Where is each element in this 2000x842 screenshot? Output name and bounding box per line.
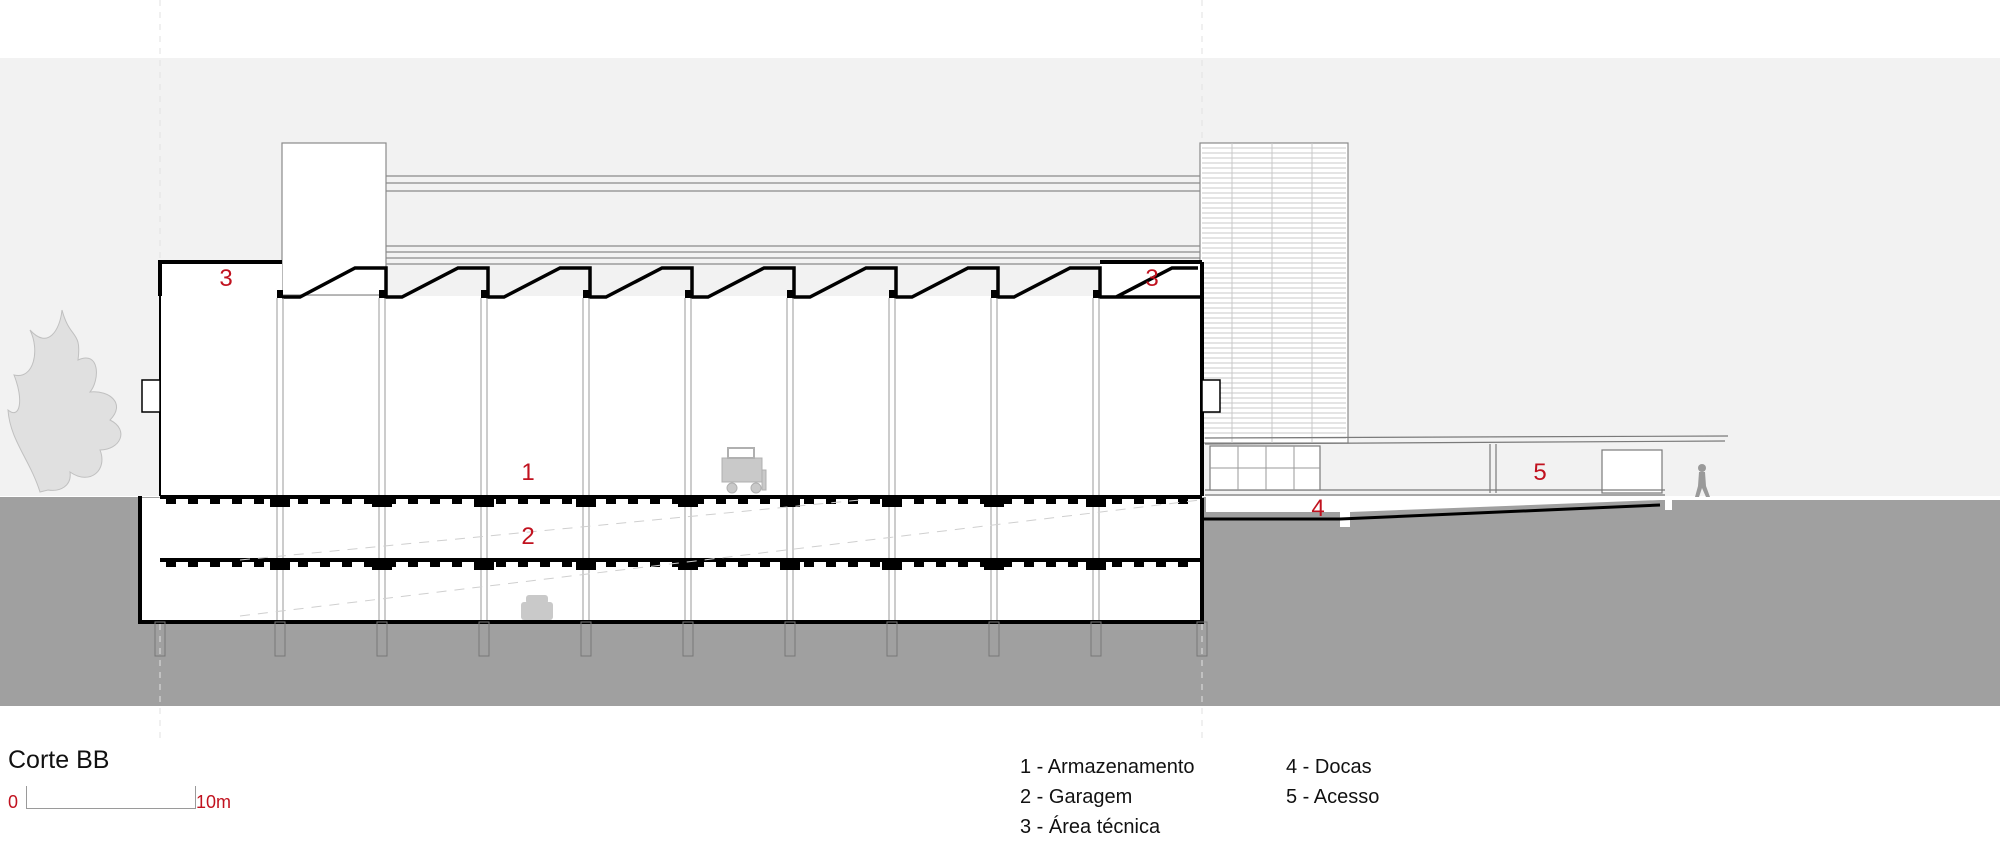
label-storage: 1 — [521, 459, 534, 486]
legend-column-1: 1 - Armazenamento 2 - Garagem 3 - Área t… — [1020, 752, 1195, 842]
ramp — [239, 499, 1201, 617]
legend-item: 4 - Docas — [1286, 756, 1372, 778]
outer-walls — [138, 260, 1204, 624]
legend-column-2: 4 - Docas 5 - Acesso — [1286, 752, 1379, 812]
technical-area-left — [160, 262, 282, 296]
foundations — [154, 621, 1208, 657]
scale-bar-line — [26, 786, 196, 809]
forklift-icon — [721, 447, 767, 494]
legend-item: 2 - Garagem — [1020, 786, 1133, 808]
wall-details — [141, 379, 1221, 413]
louvered-tower — [1199, 142, 1349, 444]
label-technical-right: 3 — [1145, 265, 1158, 292]
scale-end-label: 10m — [196, 792, 232, 812]
legend-item: 3 - Área técnica — [1020, 816, 1161, 838]
label-access: 5 — [1533, 459, 1546, 486]
tree-icon — [7, 309, 122, 493]
dock-slab — [1204, 503, 1661, 521]
slabs — [160, 495, 1202, 570]
label-technical-left: 3 — [219, 265, 232, 292]
legend-item: 1 - Armazenamento — [1020, 756, 1195, 778]
label-garage: 2 — [521, 523, 534, 550]
legend-item: 5 - Acesso — [1286, 786, 1380, 808]
label-docks: 4 — [1311, 495, 1324, 522]
access-canopy — [1204, 435, 1729, 496]
section-title: Corte BB — [8, 746, 110, 774]
scale-start-label: 0 — [8, 792, 19, 812]
person-icon — [1695, 464, 1710, 497]
storage-hall — [160, 296, 1202, 496]
car-icon — [521, 595, 553, 620]
sawtooth-roof — [282, 266, 1200, 299]
